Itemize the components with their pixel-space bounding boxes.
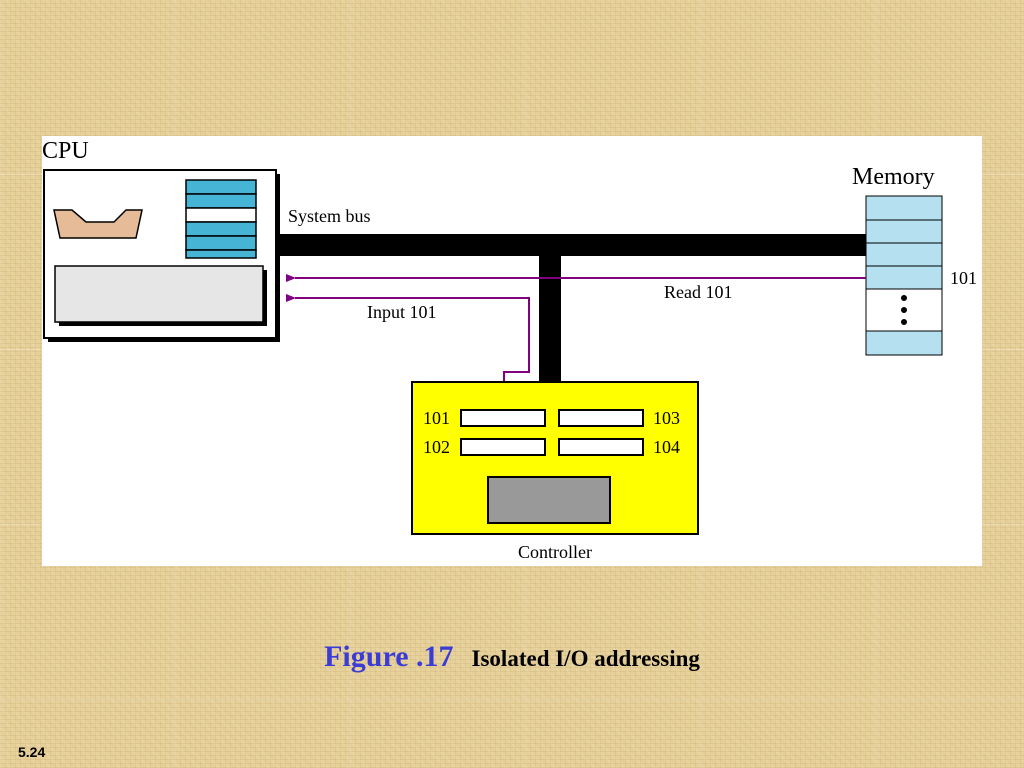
register-cell <box>185 193 257 209</box>
system-bus-branch <box>539 256 561 382</box>
port-101-label: 101 <box>423 408 450 428</box>
memory-cell <box>865 330 943 356</box>
figure-title: Isolated I/O addressing <box>471 646 700 671</box>
register-stack <box>185 179 257 259</box>
figure-number: Figure .17 <box>324 640 454 673</box>
controller-buffer <box>487 476 611 524</box>
controller-block: 101 102 103 104 Controller <box>411 381 699 562</box>
port-104 <box>558 438 644 456</box>
memory-cell-101 <box>865 265 943 290</box>
memory-cell <box>865 242 943 267</box>
port-102-label: 102 <box>423 437 450 457</box>
port-104-label: 104 <box>653 437 680 457</box>
slide-number: 5.24 <box>18 744 46 760</box>
memory-cell <box>865 195 943 221</box>
ellipsis-dot <box>901 319 907 325</box>
ellipsis-dot <box>901 295 907 301</box>
system-bus: System bus <box>280 206 866 382</box>
memory-address-label: 101 <box>950 268 977 288</box>
register-cell <box>185 249 257 259</box>
port-103 <box>558 409 644 427</box>
memory-cell <box>865 219 943 244</box>
memory-block: Memory 101 <box>852 164 977 356</box>
controller-label: Controller <box>518 542 592 562</box>
register-cell <box>185 235 257 251</box>
cpu-block: CPU <box>42 138 280 342</box>
ellipsis-dot <box>901 307 907 313</box>
cpu-label: CPU <box>42 138 89 164</box>
control-unit-box <box>54 265 264 323</box>
port-102 <box>460 438 546 456</box>
system-bus-line <box>280 234 866 256</box>
read-label: Read 101 <box>664 282 732 302</box>
io-diagram: CPU System bus Memory <box>42 136 982 566</box>
figure-caption: Figure .17 Isolated I/O addressing <box>0 640 1024 674</box>
system-bus-label: System bus <box>288 206 371 226</box>
port-103-label: 103 <box>653 408 680 428</box>
memory-label: Memory <box>852 164 935 190</box>
register-cell <box>185 221 257 237</box>
register-cell <box>185 207 257 223</box>
input-label: Input 101 <box>367 302 437 322</box>
register-cell <box>185 179 257 195</box>
port-101 <box>460 409 546 427</box>
read-signal: Read 101 <box>286 274 866 302</box>
alu-icon <box>53 209 143 239</box>
